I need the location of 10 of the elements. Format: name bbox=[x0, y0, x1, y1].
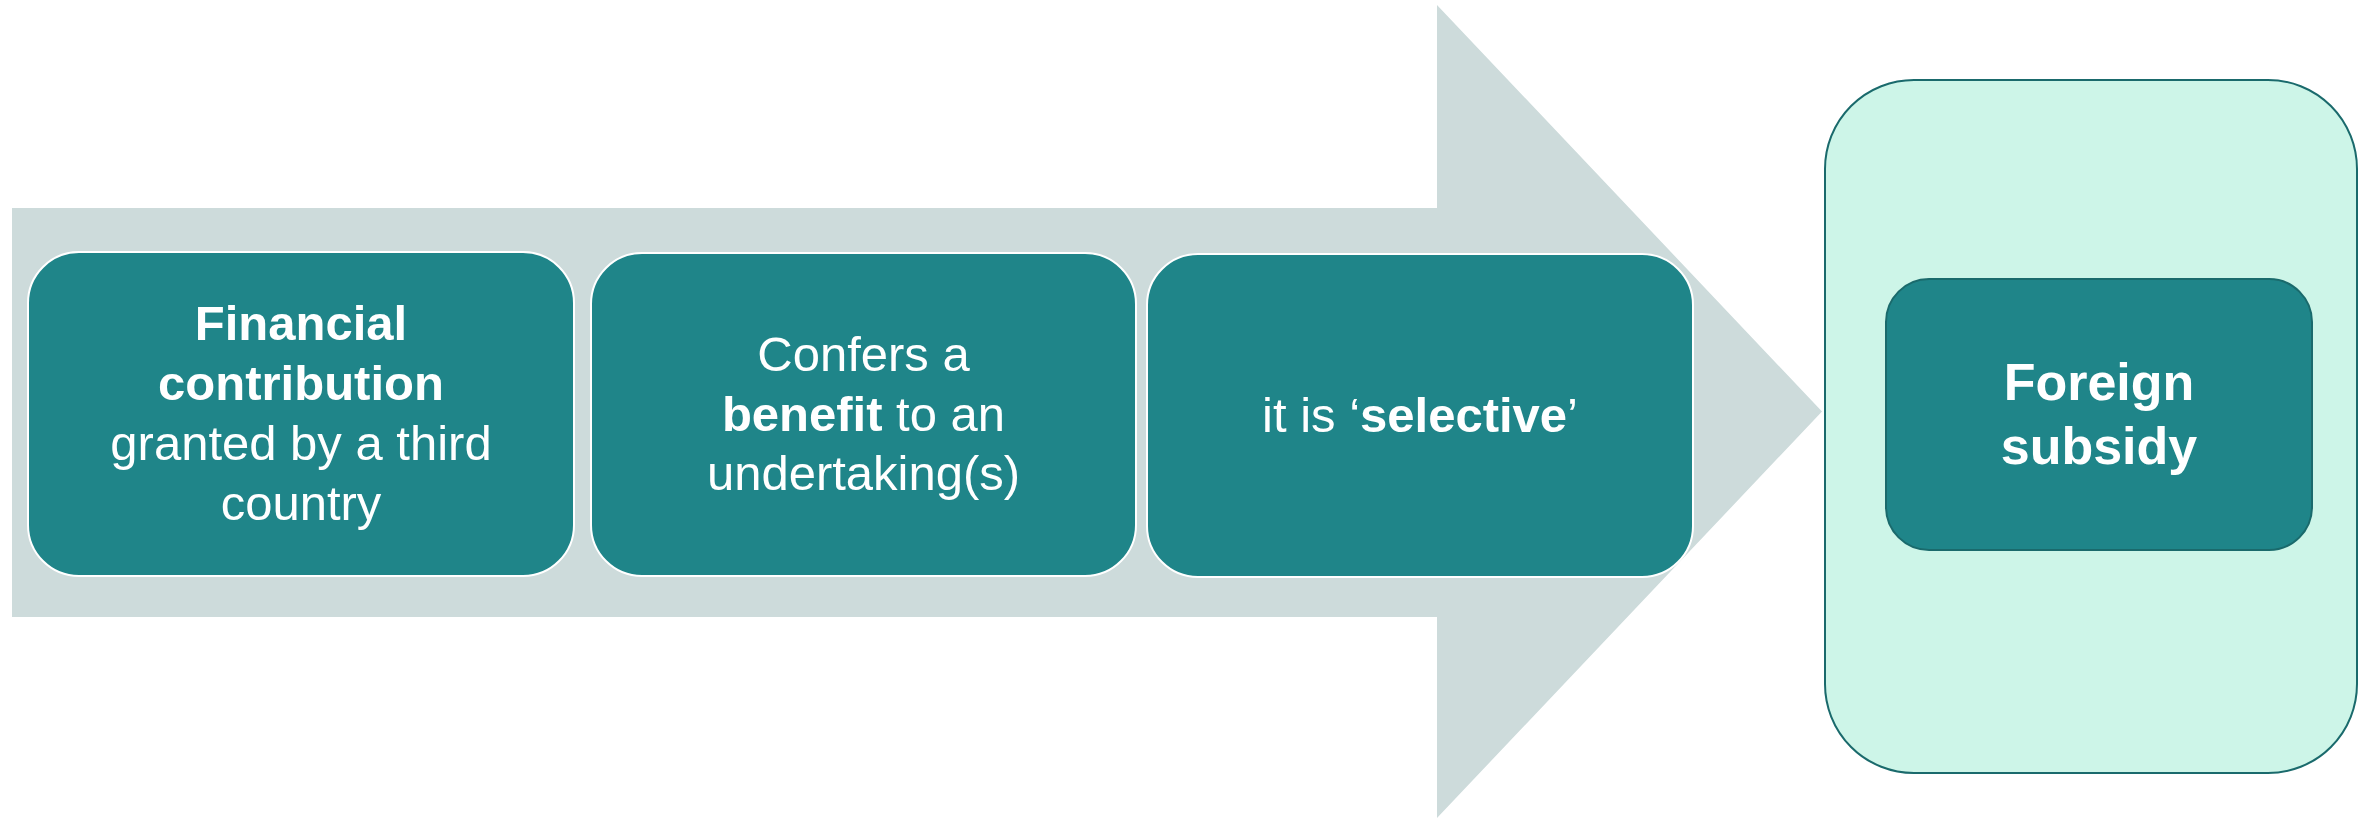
criterion-box bbox=[590, 252, 1137, 577]
box-text: Foreign subsidy bbox=[1999, 352, 2199, 477]
box-text: it is ‘selective’ bbox=[1262, 386, 1578, 444]
box-text: Financial contribution granted by a third country bbox=[109, 295, 493, 532]
arrow-band bbox=[12, 5, 1822, 818]
criterion-box bbox=[1146, 253, 1694, 578]
result-panel bbox=[1824, 79, 2358, 774]
result-box bbox=[1885, 278, 2313, 551]
criterion-box bbox=[27, 251, 575, 577]
box-text: Confers a benefit to an undertaking(s) bbox=[705, 325, 1022, 503]
